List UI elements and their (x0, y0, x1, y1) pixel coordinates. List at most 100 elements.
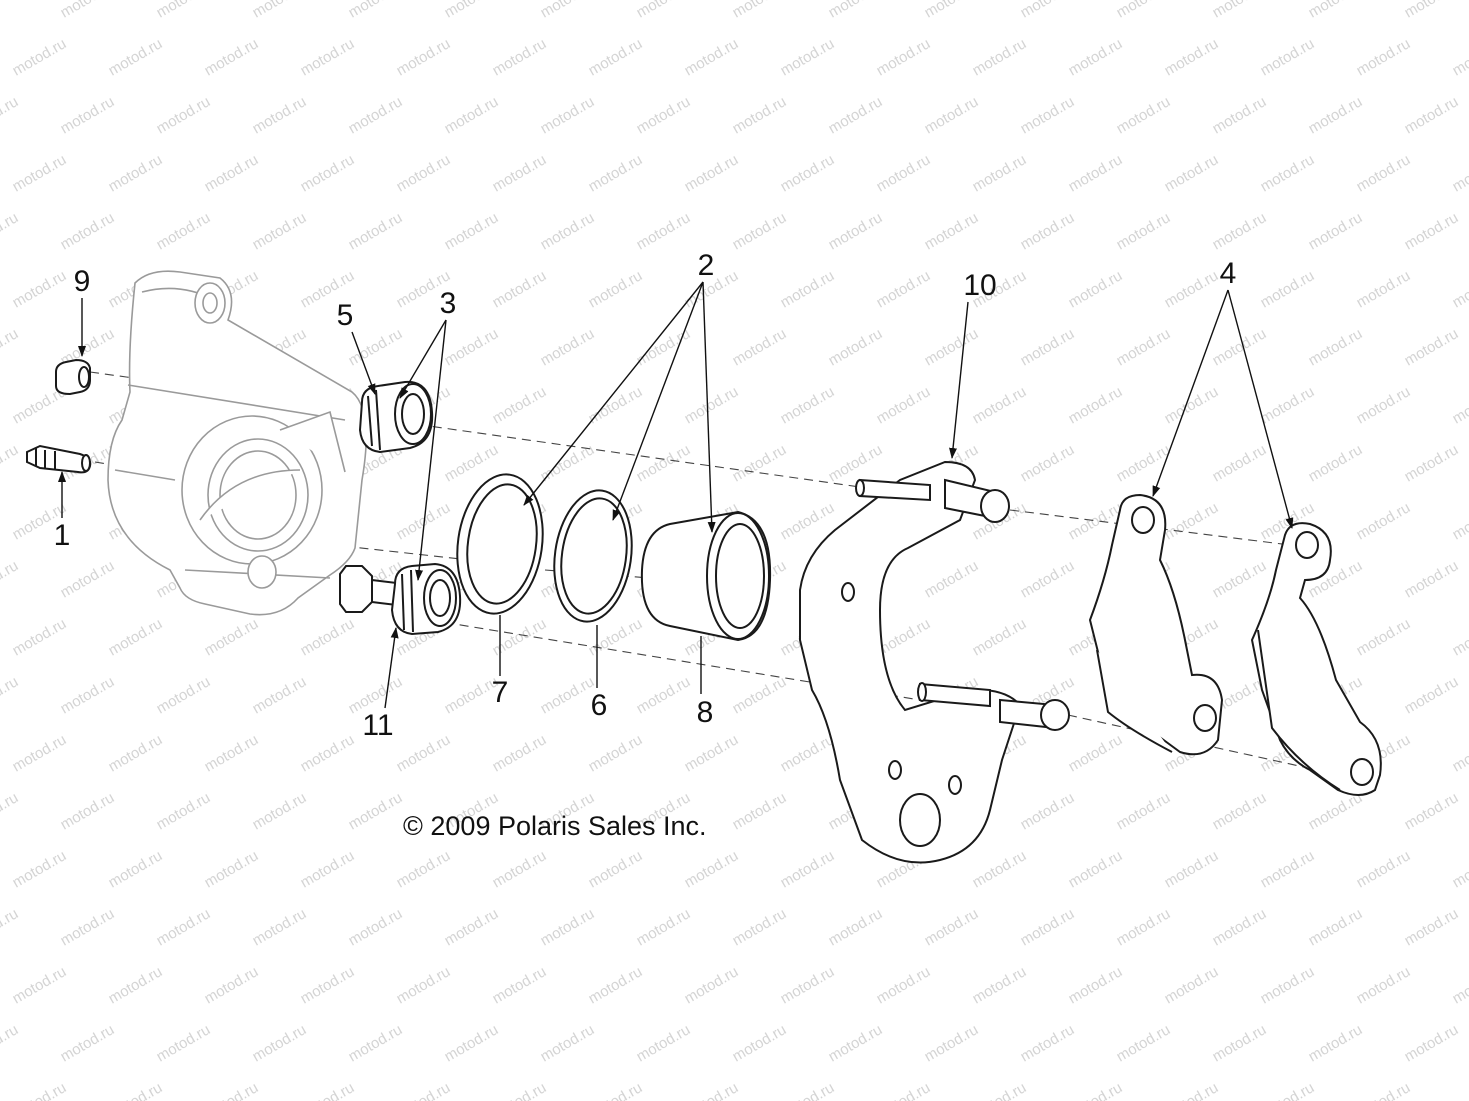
watermark-text: motod.ru (10, 847, 70, 891)
watermark-text: motod.ru (826, 441, 886, 485)
watermark-text: motod.ru (394, 731, 454, 775)
watermark-text: motod.ru (202, 151, 262, 195)
watermark-text: motod.ru (490, 383, 550, 427)
watermark-text: motod.ru (1402, 441, 1462, 485)
watermark-text: motod.ru (1210, 557, 1270, 601)
copyright-notice: © 2009 Polaris Sales Inc. (403, 811, 707, 841)
watermark-text: motod.ru (1018, 441, 1078, 485)
watermark-text: motod.ru (58, 1021, 118, 1065)
watermark-text: motod.ru (394, 499, 454, 543)
watermark-text: motod.ru (922, 0, 982, 21)
watermark-text: motod.ru (0, 93, 21, 137)
watermark-text: motod.ru (730, 1021, 790, 1065)
watermark-text: motod.ru (922, 557, 982, 601)
bleeder-cap-part (55, 358, 91, 396)
watermark-text: motod.ru (874, 963, 934, 1007)
watermark-text: motod.ru (490, 35, 550, 79)
watermark-text: motod.ru (1114, 905, 1174, 949)
watermark-text: motod.ru (634, 0, 694, 21)
watermark-text: motod.ru (106, 35, 166, 79)
watermark-text: motod.ru (1450, 731, 1469, 775)
watermark-text: motod.ru (346, 789, 406, 833)
watermark-text: motod.ru (1162, 963, 1222, 1007)
watermark-text: motod.ru (490, 963, 550, 1007)
watermark-text: motod.ru (1066, 847, 1126, 891)
watermark-text: motod.ru (1018, 1021, 1078, 1065)
watermark-text: motod.ru (1306, 905, 1366, 949)
watermark-text: motod.ru (346, 93, 406, 137)
watermark-text: motod.ru (538, 1021, 598, 1065)
watermark-text: motod.ru (1258, 963, 1318, 1007)
watermark-text: motod.ru (970, 1079, 1030, 1101)
watermark-text: motod.ru (586, 963, 646, 1007)
watermark-text: motod.ru (298, 615, 358, 659)
watermark-text: motod.ru (1402, 1021, 1462, 1065)
watermark-text: motod.ru (922, 325, 982, 369)
watermark-text: motod.ru (1258, 1079, 1318, 1101)
watermark-text: motod.ru (730, 325, 790, 369)
watermark-text: motod.ru (106, 731, 166, 775)
callout-10: 10 (963, 269, 996, 302)
watermark-text: motod.ru (490, 847, 550, 891)
watermark-text: motod.ru (10, 963, 70, 1007)
watermark-text: motod.ru (730, 0, 790, 21)
watermark-text: motod.ru (730, 789, 790, 833)
watermark-text: motod.ru (586, 615, 646, 659)
watermark-text: motod.ru (538, 441, 598, 485)
watermark-text: motod.ru (442, 93, 502, 137)
watermark-text: motod.ru (58, 93, 118, 137)
watermark-text: motod.ru (682, 963, 742, 1007)
watermark-text: motod.ru (0, 209, 21, 253)
watermark-text: motod.ru (1210, 209, 1270, 253)
watermark-text: motod.ru (586, 847, 646, 891)
brake-pad-outer-part (1250, 522, 1382, 796)
watermark-text: motod.ru (874, 151, 934, 195)
watermark-text: motod.ru (1162, 847, 1222, 891)
watermark-text: motod.ru (634, 1021, 694, 1065)
watermark-text: motod.ru (1450, 615, 1469, 659)
boot-part (358, 380, 434, 454)
caliper-body-part (107, 270, 367, 616)
watermark-text: motod.ru (1258, 35, 1318, 79)
watermark-text: motod.ru (1354, 151, 1414, 195)
watermark-text: motod.ru (970, 963, 1030, 1007)
watermark-text: motod.ru (1402, 325, 1462, 369)
watermark-text: motod.ru (0, 557, 21, 601)
watermark-text: motod.ru (634, 93, 694, 137)
watermark-text: motod.ru (0, 789, 21, 833)
watermark-text: motod.ru (10, 267, 70, 311)
watermark-text: motod.ru (874, 1079, 934, 1101)
watermark-text: motod.ru (106, 847, 166, 891)
watermark-text: motod.ru (250, 905, 310, 949)
watermark-text: motod.ru (586, 151, 646, 195)
watermark-text: motod.ru (586, 383, 646, 427)
callout-8: 8 (697, 696, 714, 729)
watermark-text: motod.ru (538, 93, 598, 137)
watermark-text: motod.ru (346, 325, 406, 369)
watermark-text: motod.ru (1402, 209, 1462, 253)
watermark-text: motod.ru (538, 905, 598, 949)
watermark-text: motod.ru (442, 209, 502, 253)
watermark-text: motod.ru (682, 1079, 742, 1101)
watermark-text: motod.ru (778, 847, 838, 891)
watermark-text: motod.ru (682, 847, 742, 891)
watermark-text: motod.ru (1354, 267, 1414, 311)
watermark-text: motod.ru (1402, 905, 1462, 949)
watermark-text: motod.ru (394, 963, 454, 1007)
watermark-text: motod.ru (1354, 35, 1414, 79)
watermark-text: motod.ru (826, 905, 886, 949)
callout-labels: 9 1 5 3 11 2 7 6 8 10 4 (54, 249, 1237, 742)
watermark-text: motod.ru (1018, 325, 1078, 369)
callout-5: 5 (337, 299, 354, 332)
watermark-text: motod.ru (202, 963, 262, 1007)
callout-9: 9 (74, 265, 91, 298)
watermark-text: motod.ru (1066, 151, 1126, 195)
watermark-text: motod.ru (538, 325, 598, 369)
watermark-text: motod.ru (58, 789, 118, 833)
watermark-text: motod.ru (1402, 557, 1462, 601)
watermark-text: motod.ru (202, 615, 262, 659)
watermark-text: motod.ru (394, 847, 454, 891)
watermark-text: motod.ru (0, 673, 21, 717)
watermark-text: motod.ru (202, 731, 262, 775)
dust-seal-part (456, 473, 544, 615)
